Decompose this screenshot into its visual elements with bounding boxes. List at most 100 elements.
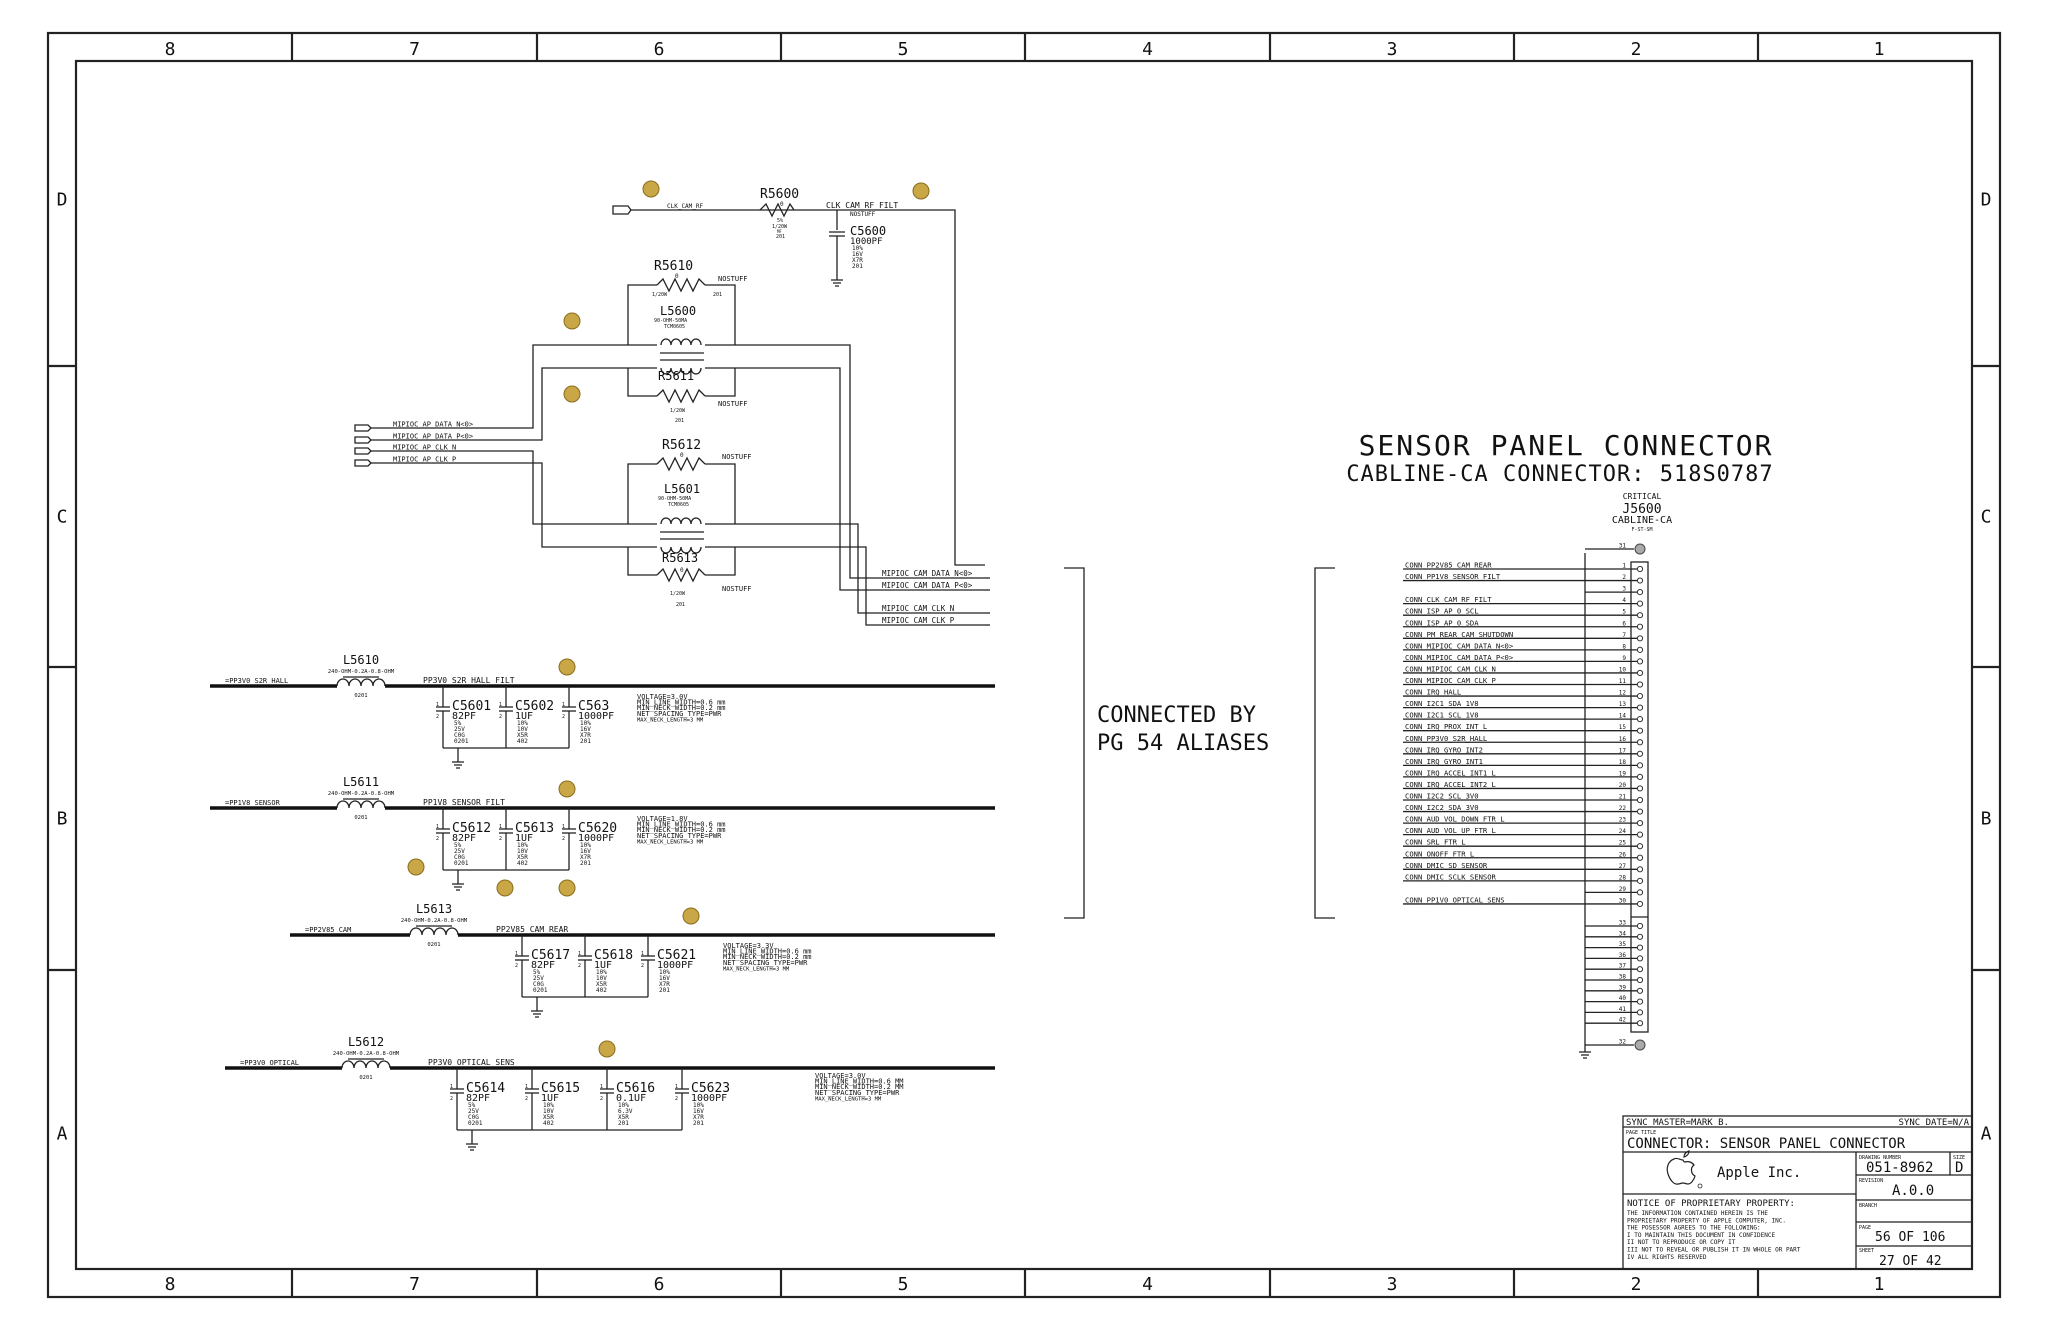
connector-pin-net: CONN_MIPIOC_CAM_DATA_N<0>: [1405, 641, 1514, 650]
page-label: PAGE: [1859, 1225, 1871, 1231]
rail-capacitor-voltage: 25V: [454, 848, 465, 855]
connector-pin-net: CONN_PP2V85_CAM_REAR: [1405, 561, 1492, 570]
rail-capacitor-ref: C5601: [452, 699, 491, 714]
connector-pin-number: 28: [1619, 874, 1627, 881]
c5600-size: 201: [852, 263, 863, 270]
page-title: CONNECTOR: SENSOR PANEL CONNECTOR: [1627, 1136, 1906, 1152]
r5600-symbol: [759, 202, 795, 218]
connector-pin-number: 23: [1619, 817, 1627, 824]
rail-capacitor-size: 201: [580, 860, 591, 867]
testpoint-clk-out: [912, 182, 930, 200]
connector-pin-number: 33: [1619, 920, 1627, 927]
rail-inductor-value: 240-OHM-0.2A-0.8-OHM: [328, 669, 395, 675]
power-rails: L5610240-OHM-0.2A-0.8-OHM0201=PP3V0_S2R_…: [210, 653, 995, 1151]
r5600-ref: R5600: [760, 187, 799, 202]
border-row-label: B: [57, 809, 68, 830]
connector-pin-number: 2: [1622, 574, 1626, 581]
sync-master: SYNC_MASTER=MARK_B.: [1626, 1118, 1729, 1128]
rail-capacitor-dielectric: C0G: [454, 732, 465, 739]
connector-j5600: CRITICAL J5600 CABLINE-CA F-ST-SM CONN_P…: [1403, 492, 1672, 1059]
rail-capacitor-tol: 5%: [454, 720, 462, 727]
r5611-stuff: NOSTUFF: [718, 400, 748, 408]
rail-capacitor-tol: 5%: [468, 1102, 476, 1109]
r5611-power: 1/20W: [670, 408, 686, 414]
rail-constraint-note: MIN_NECK_WIDTH=0.2 MM: [815, 1083, 904, 1091]
rail-capacitor-pin1: 1: [675, 1084, 678, 1090]
rail-capacitor-size: 201: [659, 987, 670, 994]
connector-pin: CONN_MIPIOC_CAM_DATA_P<0>9: [1403, 653, 1644, 665]
connector-pin-net: CONN_SRL_FTR_L: [1405, 838, 1466, 847]
c5600-tol: 10%: [852, 245, 863, 252]
rail-capacitor-tol: 10%: [659, 969, 670, 976]
connector-refdes: J5600: [1622, 502, 1661, 517]
rail-capacitor-size: 0201: [468, 1120, 483, 1127]
rail-output-net: PP1V8_SENSOR_FILT: [423, 798, 505, 807]
rail-constraint-note: MIN_LINE_WIDTH=0.6 MM: [815, 1078, 904, 1086]
l5600-value: 90-OHM-50MA: [654, 318, 687, 324]
rail-capacitor-size: 0201: [454, 738, 469, 745]
r5610-power: 1/20W: [652, 292, 668, 298]
rail-capacitor-pin2: 2: [578, 963, 581, 969]
rail-capacitor-ref: C5620: [578, 821, 617, 836]
mipi-output-net-label: MIPIOC_CAM_CLK_N: [882, 604, 954, 613]
connector-pin: 3: [1585, 586, 1644, 596]
mipi-output-net: MIPIOC_CAM_DATA_P<0>: [882, 581, 990, 591]
rail-capacitor-ref: C563: [578, 699, 609, 714]
drawing-number-label: DRAWING NUMBER: [1859, 1155, 1902, 1161]
rail-capacitor-dielectric: X5R: [517, 732, 528, 739]
connector-ground-pin: 32: [1585, 1039, 1646, 1051]
connector-pin: CONN_ISP_AP_0_SCL 5: [1403, 607, 1644, 619]
apple-logo-icon: [1666, 1150, 1703, 1189]
rail-capacitor-dielectric: X5R: [543, 1114, 554, 1121]
rail-capacitor-dielectric: X7R: [580, 732, 591, 739]
page-title-label: PAGE TITLE: [1626, 1130, 1656, 1136]
testpoint: [558, 780, 576, 798]
rail-input-net: =PP3V0_S2R_HALL: [225, 677, 288, 685]
rail-capacitor-value: 0.1UF: [616, 1093, 646, 1104]
connector-sub: F-ST-SM: [1631, 527, 1652, 533]
rail-capacitor-ref: C5618: [594, 948, 633, 963]
rail-capacitor-pin1: 1: [450, 1084, 453, 1090]
connector-pin-net: CONN_ISP_AP_0_SCL: [1405, 607, 1479, 616]
connector-pin-net: CONN_MIPIOC_CAM_CLK_N: [1405, 664, 1496, 673]
connector-pin-number: 3: [1622, 586, 1626, 593]
rail-capacitor-pin1: 1: [578, 951, 581, 957]
rail-capacitor-pin1: 1: [436, 702, 439, 708]
clk-in-net: CLK_CAM_RF: [667, 203, 704, 210]
rail-inductor-size: 0201: [359, 1075, 372, 1081]
connector-pin-number: 7: [1622, 632, 1626, 639]
revision-label: REVISION: [1859, 1178, 1883, 1184]
connector-ground-pin: 39: [1585, 984, 1644, 994]
connector-pin-number: 19: [1619, 770, 1627, 777]
mipi-input-net: MIPIOC_AP_CLK_P: [393, 456, 456, 464]
connector-ground-pin: 38: [1585, 974, 1644, 984]
connector-pin-number: 21: [1619, 794, 1627, 801]
mipi-output-net-label: MIPIOC_CAM_CLK_P: [882, 616, 955, 625]
rail-capacitor-voltage: 16V: [580, 848, 591, 855]
rail-constraint-note: NET_SPACING_TYPE=PWR: [815, 1089, 900, 1097]
branch-label: BRANCH: [1859, 1203, 1877, 1209]
connector-pin-net: CONN_IRQ_ACCEL_INT1_L: [1405, 768, 1496, 777]
border-column-label: 4: [1142, 39, 1153, 60]
rail-capacitor-pin2: 2: [525, 1096, 528, 1102]
r5613-stuff: NOSTUFF: [722, 585, 752, 593]
rail-capacitor-pin2: 2: [499, 714, 502, 720]
rail-capacitor-voltage: 10V: [596, 975, 607, 982]
rail-capacitor-ref: C5617: [531, 948, 570, 963]
mipi-input-net: MIPIOC_AP_DATA_P<0>: [393, 433, 473, 441]
connector-pin-number: 5: [1622, 609, 1626, 616]
r5611-ref: R5611: [658, 369, 694, 383]
mipi-input-net: MIPIOC_AP_DATA_N<0>: [393, 421, 473, 429]
testpoint: [682, 907, 700, 925]
rail-constraint-note: NET_SPACING_TYPE=PWR: [637, 710, 722, 718]
connector-pin-number: 16: [1619, 736, 1627, 743]
r5610-ref: R5610: [654, 259, 693, 274]
rail-constraint-note: VOLTAGE=1.8V: [637, 815, 688, 823]
